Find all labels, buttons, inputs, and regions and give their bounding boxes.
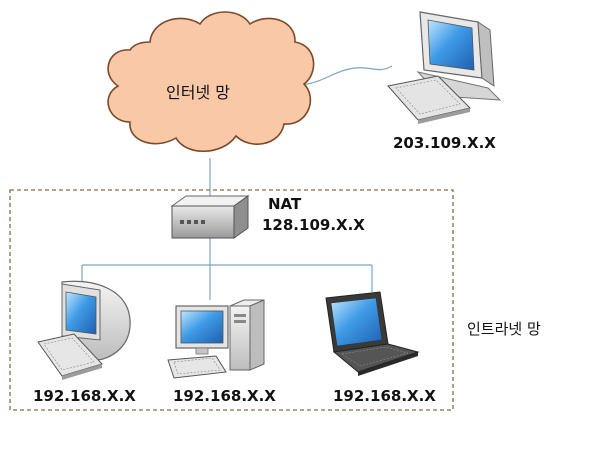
client-1-ip-label: 192.168.X.X: [33, 387, 136, 405]
client-3-ip-label: 192.168.X.X: [333, 387, 436, 405]
external-pc-ip-label: 203.109.X.X: [393, 134, 496, 152]
client-2-icon: [167, 299, 265, 379]
nat-title-label: NAT: [268, 195, 302, 213]
client-3-icon: [325, 291, 420, 376]
client-1-icon: [37, 280, 131, 380]
intranet-boundary: [9, 189, 454, 411]
network-links: [81, 65, 393, 300]
external-computer-icon: [387, 11, 502, 124]
internet-label: 인터넷 망: [166, 83, 230, 102]
nat-ip-label: 128.109.X.X: [262, 216, 365, 234]
client-2-ip-label: 192.168.X.X: [173, 387, 276, 405]
internet-to-external-pc-link: [301, 65, 393, 86]
nat-router-icon: [170, 195, 250, 239]
intranet-label: 인트라넷 망: [467, 320, 541, 338]
internet-cloud: [107, 11, 315, 153]
